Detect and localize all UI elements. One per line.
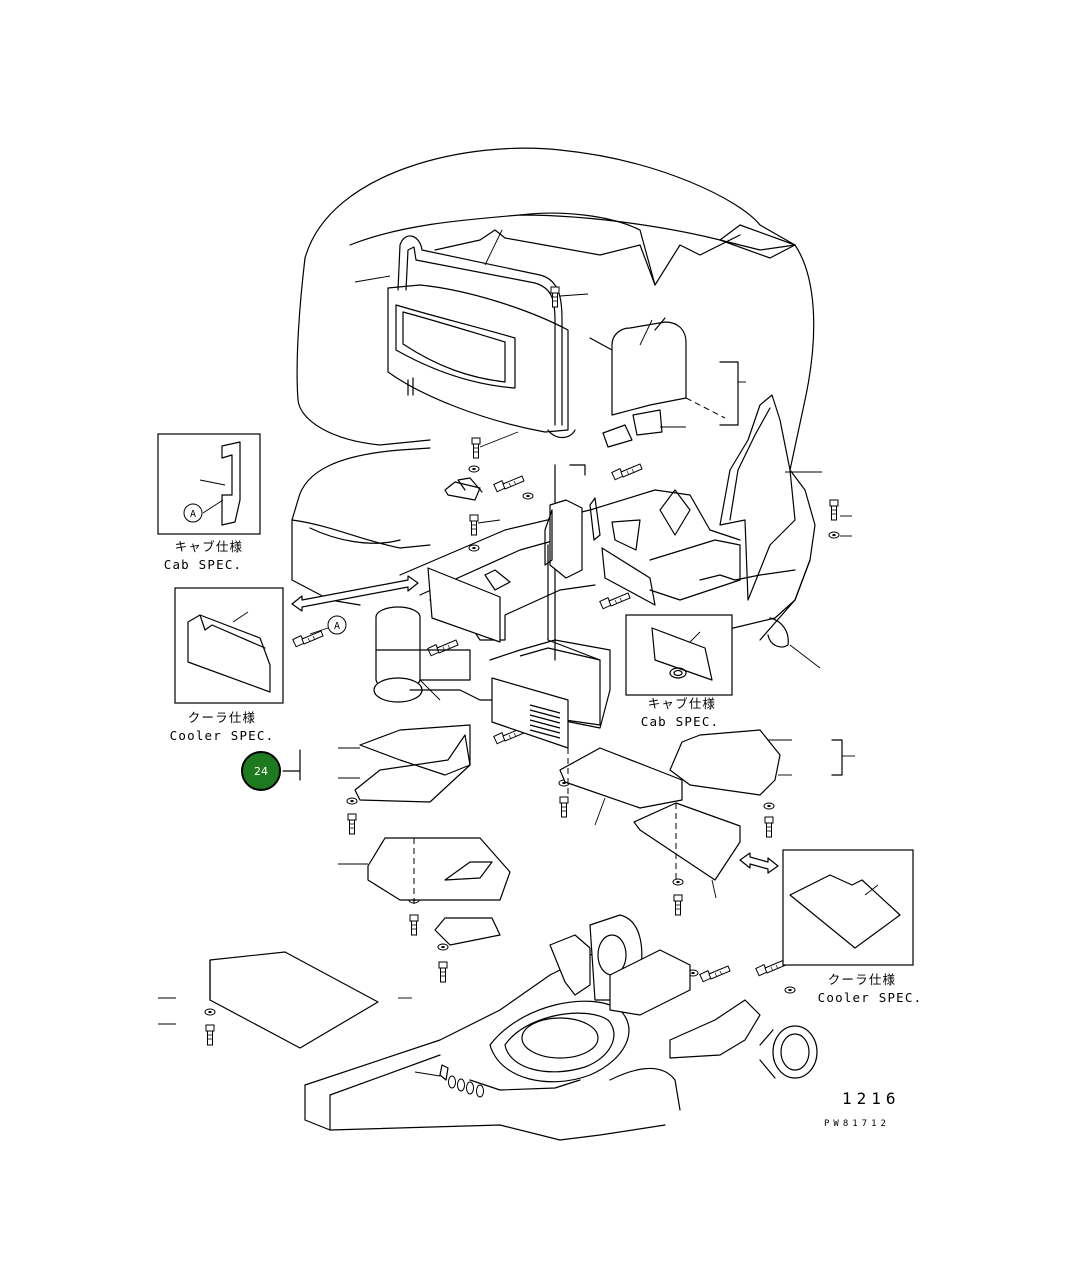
- lower-frame: [158, 914, 818, 1141]
- cab-spec-en-center: Cab SPEC.: [641, 714, 720, 729]
- cab-spec-jp-center: キャブ仕様: [648, 696, 717, 711]
- cooler-spec-en-left: Cooler SPEC.: [170, 728, 275, 743]
- counterweight-outline: [291, 147, 816, 641]
- cooler-spec-en-right: Cooler SPEC.: [818, 990, 923, 1005]
- callout-a-main: A: [334, 621, 340, 632]
- cab-spec-en-left: Cab SPEC.: [164, 557, 243, 572]
- page-number: 1216: [842, 1089, 901, 1108]
- callout-24-label: 24: [254, 765, 268, 778]
- inset-cab-center: キャブ仕様 Cab SPEC.: [625, 614, 733, 729]
- arrows: [291, 575, 779, 874]
- right-duct: [699, 394, 852, 669]
- fasteners: [204, 286, 840, 1046]
- filter-box: [589, 317, 746, 448]
- cooler-spec-jp-right: クーラ仕様: [828, 972, 897, 987]
- callout-a-left: A: [190, 509, 196, 520]
- marker-a-main: A: [309, 615, 347, 635]
- hood-handrail-assembly: [354, 229, 576, 439]
- inset-cab-left: A キャブ仕様 Cab SPEC.: [157, 433, 261, 572]
- leader-brackets: [282, 739, 855, 781]
- callout-24[interactable]: 24: [241, 751, 281, 791]
- center-frame: [399, 464, 741, 729]
- drawing-code: PW81712: [824, 1119, 890, 1129]
- under-covers: [338, 724, 781, 946]
- cooler-spec-jp-left: クーラ仕様: [188, 710, 257, 725]
- inset-cooler-right: クーラ仕様 Cooler SPEC.: [782, 849, 923, 1005]
- cab-spec-jp-left: キャブ仕様: [175, 539, 244, 554]
- inset-cooler-left: クーラ仕様 Cooler SPEC.: [170, 587, 284, 743]
